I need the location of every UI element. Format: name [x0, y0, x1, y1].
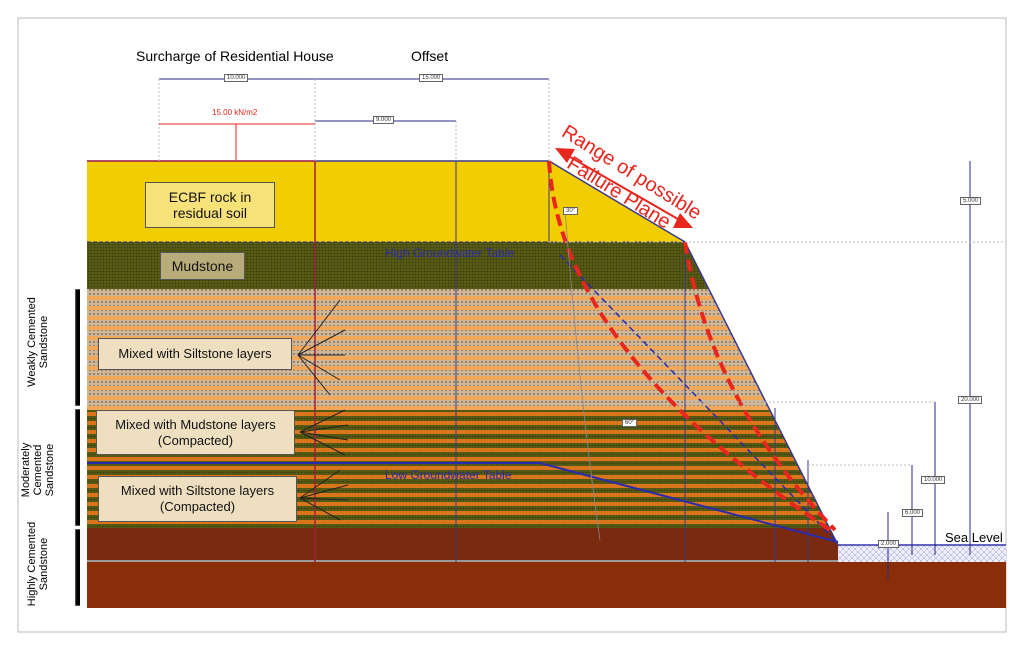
siltstone-stripe [87, 406, 1006, 410]
label-siltstone: Mixed with Siltstone layers [98, 338, 292, 370]
mudstone-stripe [87, 448, 1006, 452]
angle-60: 60° [622, 419, 638, 427]
high-groundwater-label: High Groundwater Table [385, 246, 515, 260]
label-siltstone-compacted: Mixed with Siltstone layers (Compacted) [98, 476, 297, 522]
side-label-moderate: Moderately Cemented Sandstone [20, 442, 56, 498]
surcharge-title: Surcharge of Residential House [136, 48, 334, 64]
ground-surface [87, 160, 839, 546]
offset-title: Offset [411, 48, 449, 64]
sea-level-label: Sea Level [945, 530, 1003, 545]
high-groundwater-line [559, 254, 836, 541]
failure-planes [547, 160, 837, 532]
failure-range-arrow [557, 149, 691, 227]
siltstone-stripe [87, 336, 1006, 340]
label-ecbf: ECBF rock in residual soil [145, 182, 275, 228]
label-mudstone: Mudstone [160, 252, 245, 280]
mudstone-stripe [87, 484, 1006, 488]
siltstone-stripe [87, 326, 1006, 330]
mudstone-stripe [87, 475, 1006, 479]
siltstone-stripe [87, 376, 1006, 380]
siltstone-stripe [87, 346, 1006, 350]
frame [17, 17, 1007, 633]
sea-hatch [838, 545, 1006, 562]
side-label-high: Highly Cemented Sandstone [26, 521, 50, 607]
dim-15: 15.000 [419, 74, 444, 82]
mudstone-stripe [87, 457, 1006, 461]
low-groundwater-label: Low Groundwater Table [385, 468, 512, 482]
siltstone-stripe [87, 296, 1006, 300]
mudstone-stripe [87, 430, 1006, 434]
mudstone-stripe [87, 466, 1006, 470]
dim-9: 9.000 [373, 116, 395, 124]
angle-30: 30° [563, 207, 579, 215]
bedrock-layer [87, 562, 1006, 608]
side-label-weak: Weakly Cemented Sandstone [26, 297, 50, 387]
siltstone-stripe [87, 386, 1006, 390]
mudstone-stripe [87, 520, 1006, 524]
label-mudstone-compacted: Mixed with Mudstone layers (Compacted) [96, 410, 295, 455]
dim-20: 20.000 [958, 396, 983, 404]
dim-5: 5.000 [960, 197, 982, 205]
dim-6: 6.000 [902, 509, 924, 517]
siltstone-stripe [87, 316, 1006, 320]
siltstone-stripe [87, 306, 1006, 310]
siltstone-stripe [87, 366, 1006, 370]
mudstone-stripe [87, 511, 1006, 515]
dim-10-vertical: 10.000 [921, 476, 946, 484]
low-groundwater-line [87, 462, 839, 543]
mudstone-stripe [87, 493, 1006, 497]
dim-10: 10.000 [224, 74, 249, 82]
layer-arrows [297, 299, 349, 521]
siltstone-stripe [87, 356, 1006, 360]
mudstone-stripe [87, 502, 1006, 506]
dim-2: 2.000 [878, 540, 900, 548]
load-label: 15.00 kN/m2 [212, 108, 258, 117]
mudstone-stripe [87, 421, 1006, 425]
siltstone-stripe [87, 396, 1006, 400]
mudstone-stripe [87, 439, 1006, 443]
mudstone-stripe [87, 412, 1006, 416]
